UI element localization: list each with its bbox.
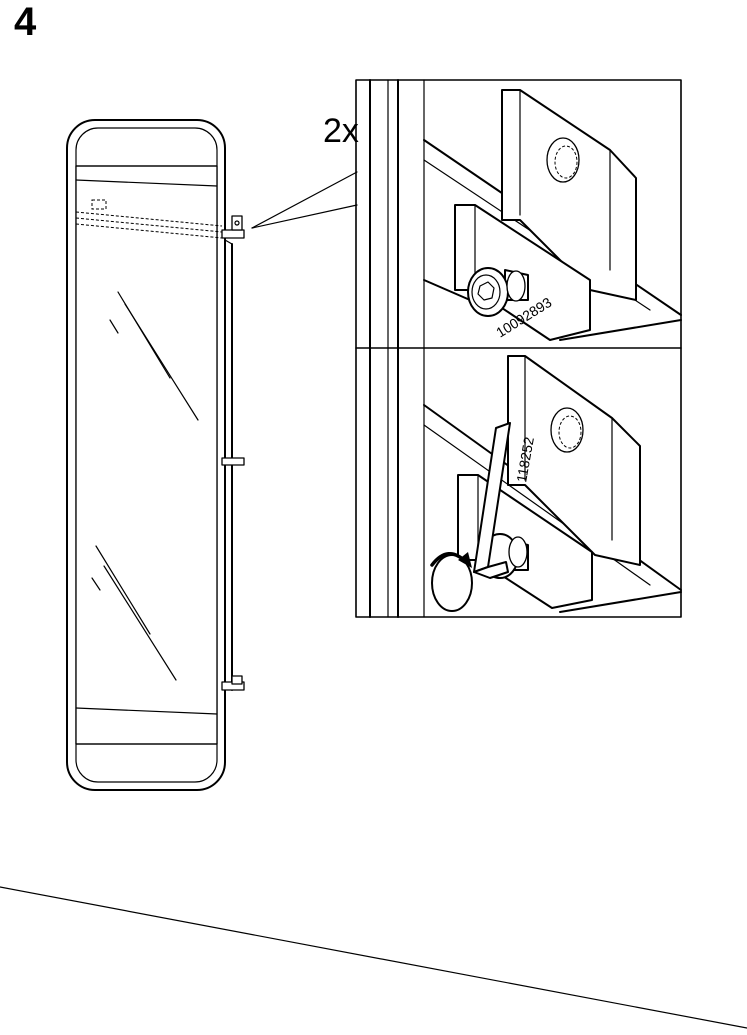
detail-box: 2x 10092893 xyxy=(323,79,682,618)
step-number: 4 xyxy=(14,0,37,44)
floor-line xyxy=(0,886,747,1029)
detail-bottom-panel: 118252 xyxy=(369,347,682,618)
detail-top-panel: 2x 10092893 xyxy=(323,79,682,349)
callout-leader xyxy=(251,171,358,229)
rotate-arrow-icon xyxy=(430,552,473,612)
quantity-label: 2x xyxy=(323,112,359,150)
allen-key-part-number: 118252 xyxy=(513,436,537,484)
mirror-panel xyxy=(66,119,245,791)
